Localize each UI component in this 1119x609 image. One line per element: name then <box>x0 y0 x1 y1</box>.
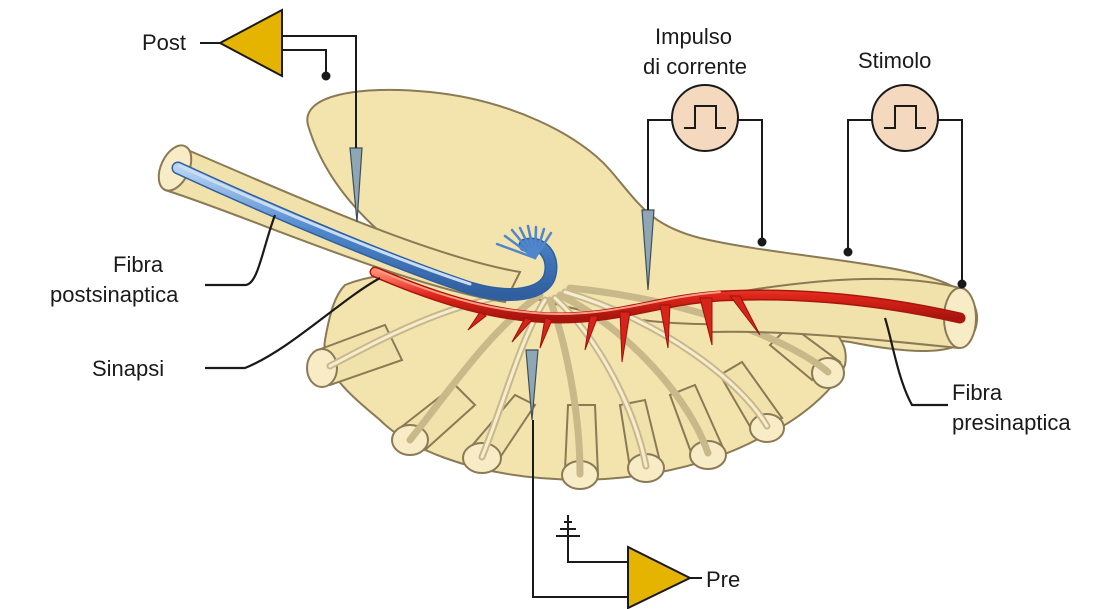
ground-symbol-icon <box>556 515 580 536</box>
label-fibra-post-line1: Fibra <box>113 252 164 277</box>
pre-amplifier-icon <box>628 547 690 608</box>
post-amplifier-icon <box>220 10 282 76</box>
current-generator-icon <box>672 85 738 151</box>
label-impulso-line1: Impulso <box>655 24 732 49</box>
label-fibra-pre-line1: Fibra <box>952 380 1003 405</box>
pre-amplifier <box>628 547 702 608</box>
label-sinapsi: Sinapsi <box>92 356 164 381</box>
post-amplifier <box>200 10 282 76</box>
stimulus-generator <box>872 85 938 151</box>
stimulus-generator-icon <box>872 85 938 151</box>
label-fibra-pre-line2: presinaptica <box>952 410 1071 435</box>
current-pulse-generator <box>672 85 738 151</box>
label-impulso-line2: di corrente <box>643 54 747 79</box>
label-stimolo: Stimolo <box>858 48 931 73</box>
label-pre: Pre <box>706 567 740 592</box>
label-fibra-post-line2: postsinaptica <box>50 282 179 307</box>
label-post: Post <box>142 30 186 55</box>
